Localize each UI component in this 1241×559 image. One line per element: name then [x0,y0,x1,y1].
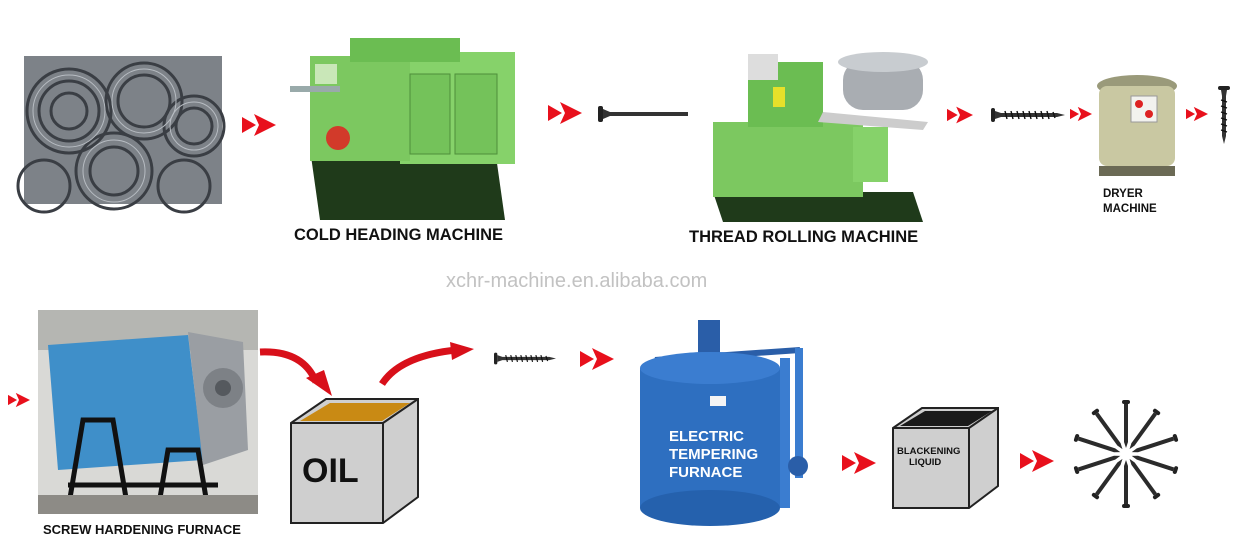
dryer-label-line2: MACHINE [1103,203,1157,215]
oil-box-icon [290,398,419,524]
dryer-label-line1: DRYER [1103,188,1143,200]
screw-hardening-label: SCREW HARDENING FURNACE [43,522,241,537]
blackening-label-line1: BLACKENING [897,446,961,457]
screw-blank-icon [598,106,688,122]
screw-hardening-furnace-image [38,310,258,514]
arrow-icon [1186,106,1208,122]
curved-arrow-up-icon [379,342,474,387]
electric-label-line3: FURNACE [669,464,743,481]
thread-rolling-label: THREAD ROLLING MACHINE [689,228,919,246]
arrow-icon [1070,106,1092,122]
cold-heading-machine-image [290,38,515,220]
screw-threaded-icon [991,108,1065,122]
thread-rolling-machine-image [713,52,928,222]
screw-vertical-icon [1218,86,1230,144]
finished-screws-image [1073,400,1179,508]
arrow-icon [1020,450,1054,472]
electric-label-line2: TEMPERING [669,446,759,463]
arrow-icon [242,114,276,136]
oil-label: OIL [302,452,359,490]
wire-coil-image [16,56,226,214]
cold-heading-label: COLD HEADING MACHINE [294,226,503,244]
blackening-box-icon [892,407,999,509]
curved-arrow-down-icon [259,348,332,396]
watermark-text: xchr-machine.en.alibaba.com [446,270,708,292]
arrow-icon [8,392,30,408]
electric-label-line1: ELECTRIC [669,428,744,445]
electric-tempering-furnace-image [640,320,808,526]
arrow-icon [548,102,582,124]
arrow-icon [580,348,614,370]
arrow-icon [842,452,876,474]
dryer-machine-image [1097,75,1177,176]
screw-threaded-icon [494,352,556,365]
arrow-icon [947,106,973,124]
blackening-label-line2: LIQUID [909,457,942,468]
